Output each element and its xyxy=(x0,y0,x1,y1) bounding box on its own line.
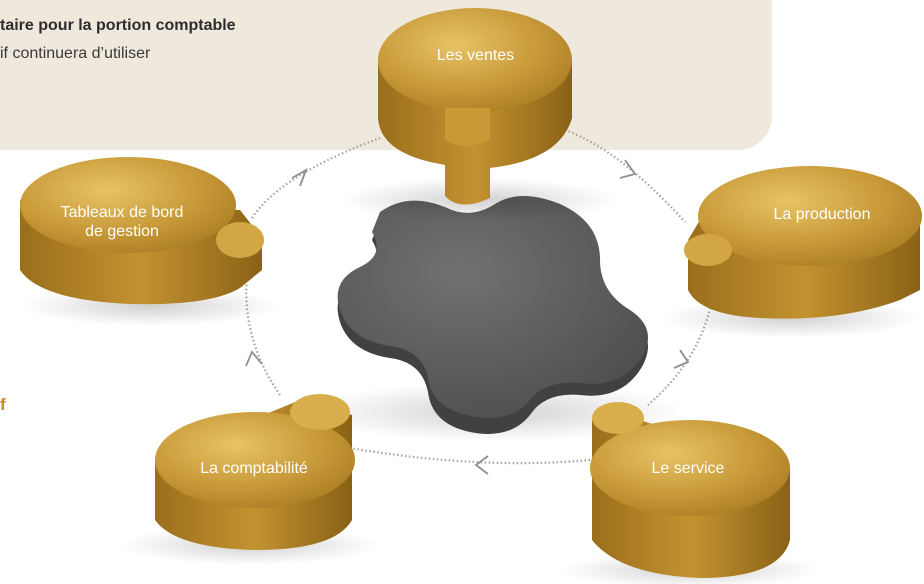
node-comptabilite-piece xyxy=(120,394,380,565)
panel-subtext: if continuera d’utiliser xyxy=(0,45,151,62)
arrow-tableaux-to-ventes xyxy=(251,136,381,219)
arrow-production-to-service xyxy=(647,299,714,406)
arrow-service-to-comptabilite xyxy=(349,446,591,465)
side-text-fragment: f xyxy=(0,395,6,414)
node-production-piece xyxy=(660,166,922,338)
node-tableaux-piece xyxy=(20,157,280,326)
panel-heading: taire pour la portion comptable xyxy=(0,17,236,34)
node-service-piece xyxy=(560,402,820,584)
node-label-production: La production xyxy=(773,206,871,223)
arrowhead-4 xyxy=(245,350,263,367)
arrowhead-2 xyxy=(673,349,690,369)
arrowhead-1 xyxy=(619,159,637,179)
cycle-arrows xyxy=(245,128,714,465)
node-label-tableaux-line2: de gestion xyxy=(85,223,159,240)
central-hub-piece xyxy=(305,196,685,442)
arrowhead-3 xyxy=(474,455,489,475)
node-label-comptabilite: La comptabilité xyxy=(200,460,308,477)
node-label-tableaux-line1: Tableaux de bord xyxy=(60,204,184,221)
node-label-service: Le service xyxy=(651,460,725,477)
node-ventes-piece xyxy=(338,8,618,222)
arrowhead-5 xyxy=(291,167,308,187)
node-label-ventes: Les ventes xyxy=(436,47,515,64)
